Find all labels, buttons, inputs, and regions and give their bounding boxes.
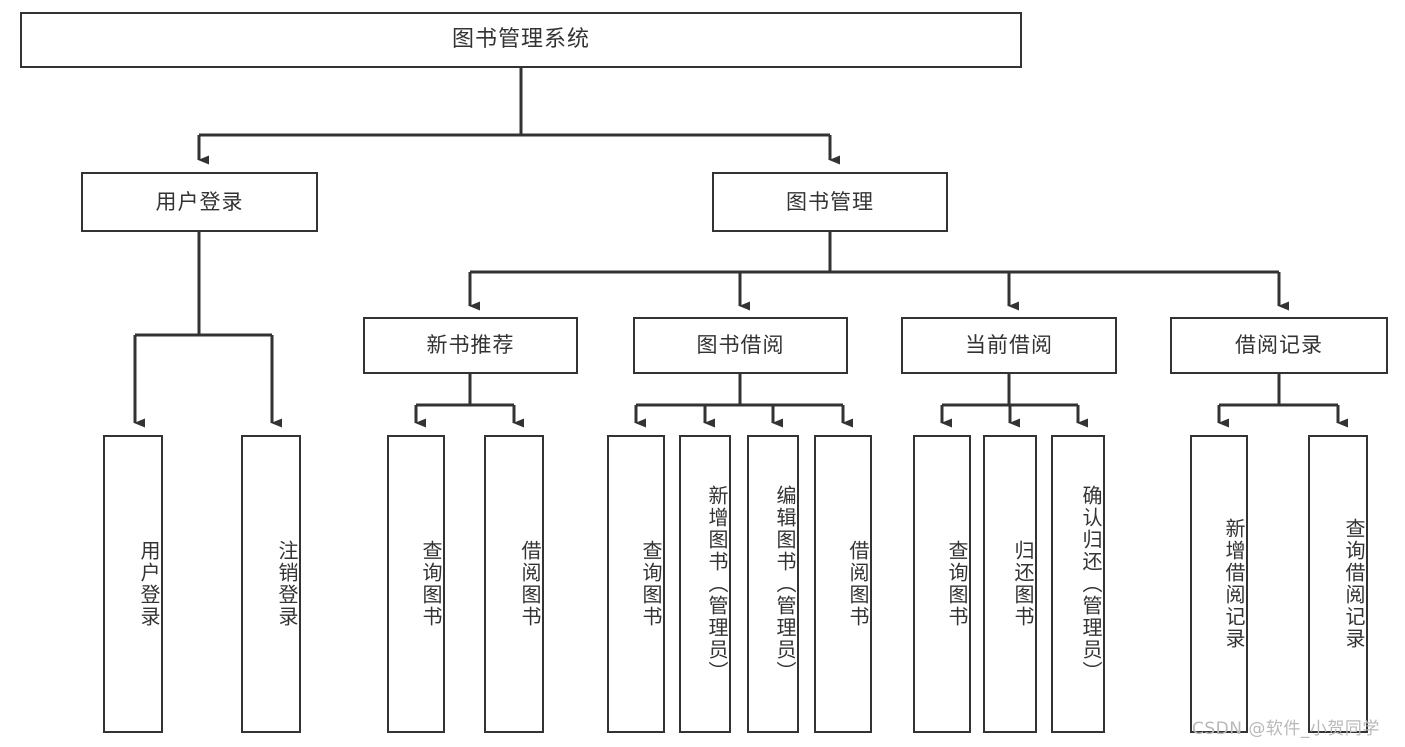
leaf-query-borrow-record[interactable]: 查询借阅记录 [1308,435,1368,733]
node-label: 查询图书 [639,540,663,628]
node-book-borrow[interactable]: 图书借阅 [633,317,848,374]
node-label: 图书管理系统 [451,27,590,53]
node-label: 查询图书 [419,540,443,628]
node-label: 借阅记录 [1235,333,1323,358]
node-label: 查询图书 [945,540,969,628]
leaf-query-book-current[interactable]: 查询图书 [913,435,971,733]
node-label: 查询借阅记录 [1342,518,1366,650]
node-label: 注销登录 [275,540,299,628]
leaf-borrow-book[interactable]: 借阅图书 [814,435,872,733]
leaf-edit-book-admin[interactable]: 编辑图书（管理员） [747,435,799,733]
node-label: 编辑图书（管理员） [773,485,797,683]
leaf-add-borrow-record[interactable]: 新增借阅记录 [1190,435,1248,733]
node-current-borrow[interactable]: 当前借阅 [901,317,1117,374]
node-label: 用户登录 [137,540,161,628]
node-label: 借阅图书 [846,540,870,628]
node-label: 新书推荐 [426,333,515,358]
node-label: 借阅图书 [518,540,542,628]
leaf-query-book-recommend[interactable]: 查询图书 [387,435,445,733]
leaf-logout[interactable]: 注销登录 [241,435,301,733]
node-root-system[interactable]: 图书管理系统 [20,12,1022,68]
node-label: 确认归还（管理员） [1079,485,1103,683]
leaf-query-book-borrow[interactable]: 查询图书 [607,435,665,733]
leaf-return-book[interactable]: 归还图书 [983,435,1037,733]
leaf-confirm-return-admin[interactable]: 确认归还（管理员） [1051,435,1105,733]
node-book-management[interactable]: 图书管理 [712,172,948,232]
leaf-borrow-book-recommend[interactable]: 借阅图书 [484,435,544,733]
leaf-user-login[interactable]: 用户登录 [103,435,163,733]
node-borrow-record[interactable]: 借阅记录 [1170,317,1388,374]
node-label: 新增图书（管理员） [705,485,729,683]
node-label: 当前借阅 [965,333,1053,358]
node-label: 图书借阅 [696,333,785,358]
csdn-watermark: CSDN @软件_小贺同学 [1192,719,1380,739]
node-user-login[interactable]: 用户登录 [81,172,318,232]
node-label: 图书管理 [786,189,874,214]
node-label: 用户登录 [155,189,244,214]
leaf-add-book-admin[interactable]: 新增图书（管理员） [679,435,731,733]
node-label: 归还图书 [1011,540,1035,628]
node-label: 新增借阅记录 [1222,518,1246,650]
node-new-book-recommend[interactable]: 新书推荐 [363,317,578,374]
